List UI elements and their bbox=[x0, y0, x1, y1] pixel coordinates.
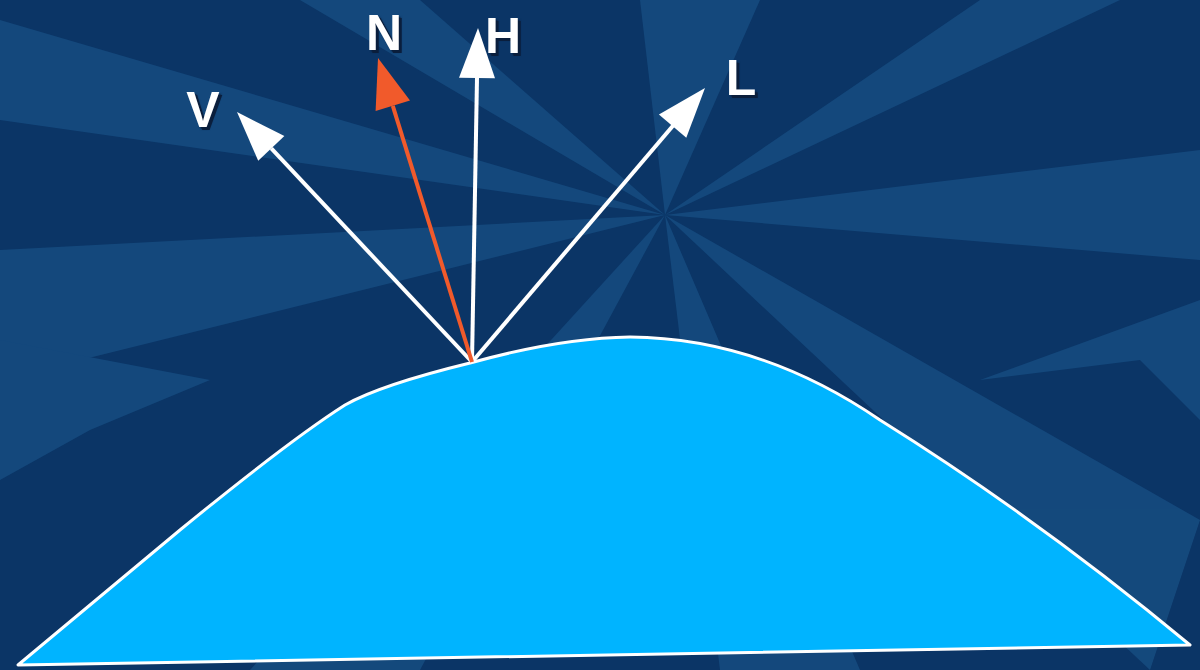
vector-label: N bbox=[366, 8, 402, 58]
arrowhead bbox=[237, 112, 284, 161]
surface-hill bbox=[18, 337, 1190, 665]
light-vector bbox=[472, 121, 677, 362]
vector-label: L bbox=[726, 53, 757, 103]
half-vector bbox=[472, 78, 477, 362]
view-vector bbox=[271, 148, 472, 362]
vector-arrows bbox=[237, 28, 705, 362]
vector-label: V bbox=[186, 85, 219, 135]
vector-label: H bbox=[485, 11, 521, 61]
arrowhead bbox=[376, 58, 410, 111]
normal-vector bbox=[393, 106, 472, 362]
arrowhead bbox=[659, 88, 705, 138]
